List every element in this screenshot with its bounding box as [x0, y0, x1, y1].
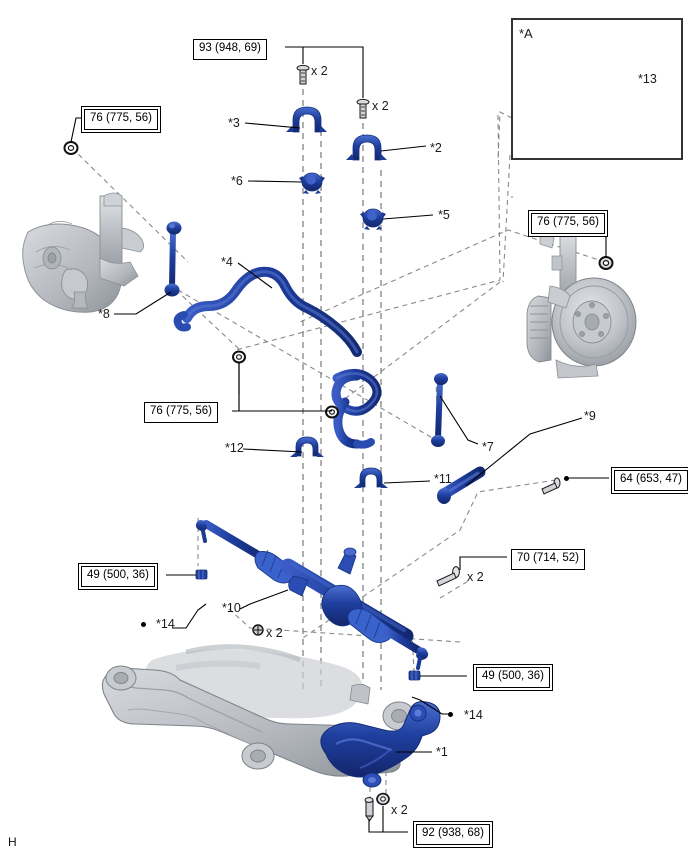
torque-value: 76 (775, 56)	[537, 216, 600, 228]
lower-control-arm	[320, 701, 441, 788]
right-suspension-knuckle	[526, 225, 637, 379]
stabilizer-bar	[173, 266, 382, 449]
steering-gear-assembly	[195, 520, 429, 670]
torque-box-76-left: 76 (775, 56)	[84, 109, 159, 130]
bolt-icon-64	[541, 477, 561, 495]
nut-icon-92	[376, 792, 390, 806]
part-ref-4: *4	[221, 255, 233, 269]
part-ref-9: *9	[584, 409, 596, 423]
part-ref-3: *3	[228, 116, 240, 130]
inset-a-label: *A	[519, 26, 533, 41]
stabilizer-bracket-2	[346, 134, 387, 161]
torque-box-76-center: 76 (775, 56)	[144, 402, 219, 423]
bolt-icon-93b	[356, 98, 370, 119]
torque-box-92: 92 (938, 68)	[416, 824, 491, 845]
stabilizer-bracket-12	[290, 436, 324, 457]
inset-frame-a	[511, 18, 683, 160]
part-ref-1: *1	[436, 745, 448, 759]
quantity-label-steering: x 2	[266, 626, 283, 640]
nut-icon-76c2	[325, 405, 339, 419]
torque-value: 93 (948, 69)	[199, 42, 262, 54]
tie-rod-end-part	[437, 466, 486, 504]
page-corner-mark: H	[8, 835, 17, 849]
torque-box-49-right: 49 (500, 36)	[476, 667, 551, 688]
torque-box-93: 93 (948, 69)	[193, 39, 268, 60]
bolt-icon-steering-x2	[252, 624, 264, 636]
quantity-label-93a: x 2	[311, 64, 328, 78]
part-ref-8: *8	[98, 307, 110, 321]
quantity-label-70: x 2	[467, 570, 484, 584]
torque-box-76-right: 76 (775, 56)	[531, 213, 606, 234]
torque-box-49-left: 49 (500, 36)	[81, 566, 156, 587]
bullet-dot-14b	[448, 712, 453, 717]
part-ref-14a: *14	[156, 617, 175, 631]
stabilizer-link-right	[431, 373, 448, 447]
part-ref-14b: *14	[464, 708, 483, 722]
torque-value: 70 (714, 52)	[517, 552, 580, 564]
nut-icon-76b	[598, 256, 614, 270]
torque-value: 76 (775, 56)	[90, 112, 153, 124]
torque-value: 64 (653, 47)	[620, 473, 683, 485]
torque-value: 76 (775, 56)	[150, 405, 213, 417]
leader-lines	[70, 46, 609, 833]
quantity-label-93b: x 2	[372, 99, 389, 113]
part-ref-11: *11	[434, 472, 452, 486]
part-ref-13: *13	[638, 72, 657, 86]
stud-icon-49b	[408, 670, 421, 681]
stud-icon-49a	[195, 569, 208, 580]
part-ref-6: *6	[231, 174, 243, 188]
stabilizer-bracket-3	[286, 106, 327, 133]
bullet-dot-14a	[141, 622, 146, 627]
part-ref-12: *12	[225, 441, 244, 455]
torque-value: 49 (500, 36)	[87, 569, 150, 581]
torque-value: 92 (938, 68)	[422, 827, 485, 839]
stabilizer-link-left	[164, 221, 182, 297]
stabilizer-bushing-6	[299, 172, 325, 194]
part-ref-10: *10	[222, 601, 241, 615]
torque-value: 49 (500, 36)	[482, 670, 545, 682]
bullet-dot-64	[564, 476, 569, 481]
part-ref-5: *5	[438, 208, 450, 222]
stabilizer-bracket-11	[354, 467, 388, 488]
part-ref-7: *7	[482, 440, 494, 454]
bolt-icon-92	[364, 797, 374, 822]
stabilizer-bushing-5	[360, 208, 386, 230]
quantity-label-92: x 2	[391, 803, 408, 817]
nut-icon-76c1	[232, 350, 246, 364]
bolt-icon-70	[436, 566, 460, 587]
left-suspension-knuckle	[22, 192, 144, 313]
bolt-icon-93a	[296, 64, 310, 85]
torque-box-64: 64 (653, 47)	[614, 470, 688, 491]
nut-icon-76a	[63, 141, 79, 155]
torque-box-70: 70 (714, 52)	[511, 549, 586, 570]
part-ref-2: *2	[430, 141, 442, 155]
